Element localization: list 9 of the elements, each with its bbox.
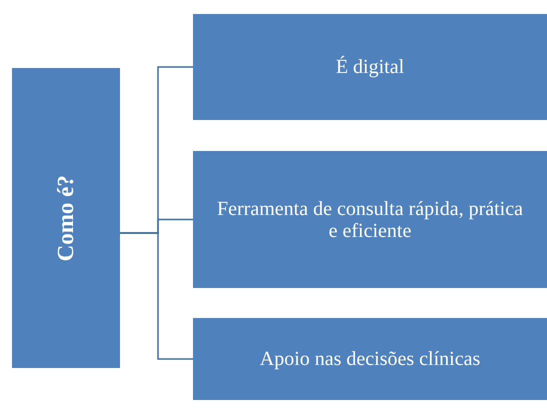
title-box xyxy=(12,68,120,368)
connector-line xyxy=(120,232,193,360)
item-text: Apoio nas decisões clínicas xyxy=(258,348,482,370)
item-box xyxy=(193,14,547,120)
item-text: Ferramenta de consulta rápida, prática e eficiente xyxy=(216,198,524,242)
item-box xyxy=(193,318,547,400)
item-box xyxy=(193,151,547,288)
title-text: Como é? xyxy=(52,174,79,262)
item-text: É digital xyxy=(334,56,406,78)
